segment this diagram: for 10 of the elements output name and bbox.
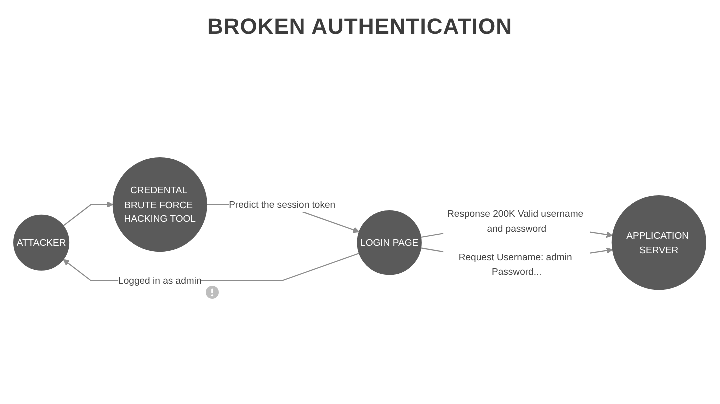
node-circle: APPLICATION SERVER	[612, 196, 706, 290]
edge-label: Request Username: admin Password...	[458, 252, 572, 278]
diagram-title: BROKEN AUTHENTICATION	[207, 14, 513, 39]
edge-label: Response 200K Valid username and password	[448, 208, 584, 234]
node-circle: CREDENTAL BRUTE FORCE HACKING TOOL	[112, 158, 208, 252]
node-circle: ATTACKER	[14, 215, 70, 272]
edge-label: Logged in as admin	[118, 275, 202, 286]
node-circle: LOGIN PAGE	[357, 210, 422, 276]
arrow	[63, 202, 114, 227]
edge-label: Predict the session token	[229, 199, 336, 210]
